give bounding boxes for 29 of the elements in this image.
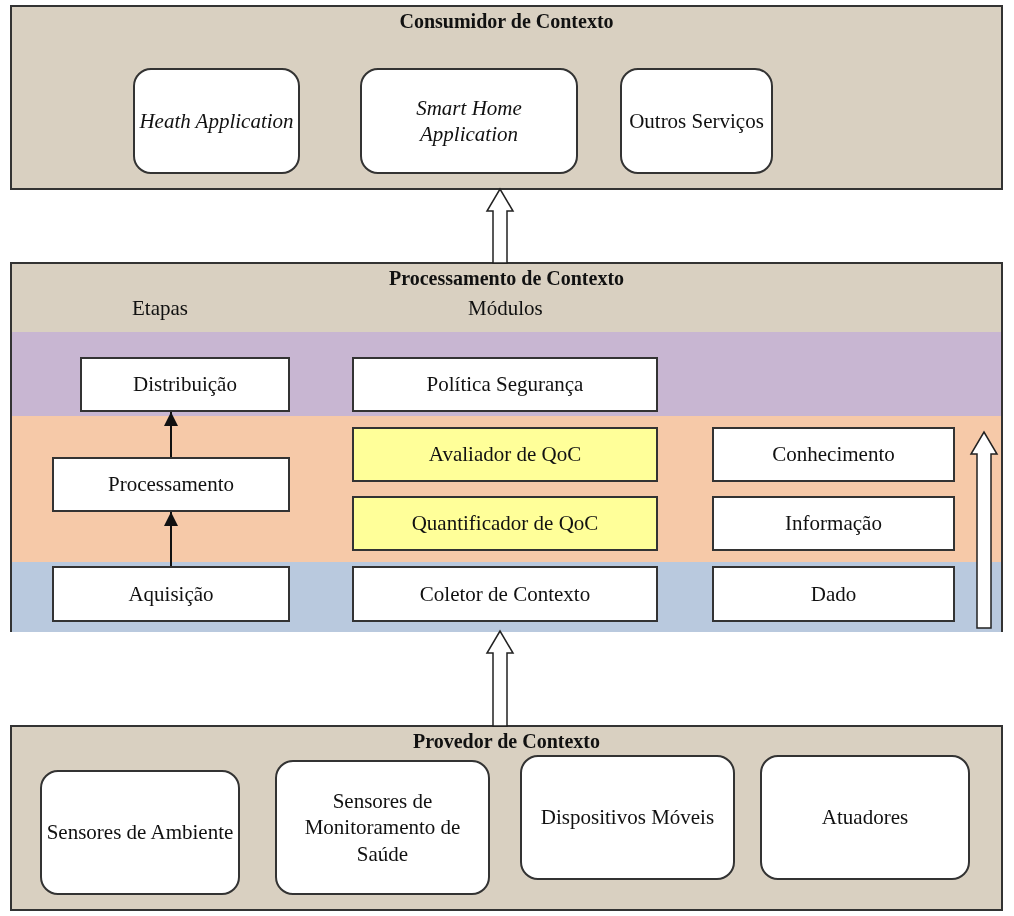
component-box: Atuadores (760, 755, 970, 880)
module-box: Quantificador de QoC (352, 496, 658, 551)
component-box: Dispositivos Móveis (520, 755, 735, 880)
layer-panel (10, 5, 1003, 190)
arrow (485, 187, 515, 264)
layer-title: Provedor de Contexto (412, 729, 601, 753)
layer-title: Processamento de Contexto (387, 266, 626, 290)
arrow (164, 511, 178, 567)
column-heading: Módulos (468, 296, 543, 321)
component-box: Outros Serviços (620, 68, 773, 174)
module-box: Processamento (52, 457, 290, 512)
arrow (164, 411, 178, 458)
component-box: Smart Home Application (360, 68, 578, 174)
module-box: Dado (712, 566, 955, 622)
arrow (485, 629, 515, 727)
module-box: Coletor de Contexto (352, 566, 658, 622)
module-box: Política Segurança (352, 357, 658, 412)
layer-title: Consumidor de Contexto (398, 9, 615, 33)
module-box: Distribuição (80, 357, 290, 412)
component-box: Sensores de Monitoramento de Saúde (275, 760, 490, 895)
module-box: Conhecimento (712, 427, 955, 482)
layer-panel (10, 725, 1003, 911)
module-box: Avaliador de QoC (352, 427, 658, 482)
component-box: Sensores de Ambiente (40, 770, 240, 895)
module-box: Informação (712, 496, 955, 551)
column-heading: Etapas (132, 296, 188, 321)
component-box: Heath Application (133, 68, 300, 174)
layer-panel (10, 262, 1003, 632)
module-box: Aquisição (52, 566, 290, 622)
